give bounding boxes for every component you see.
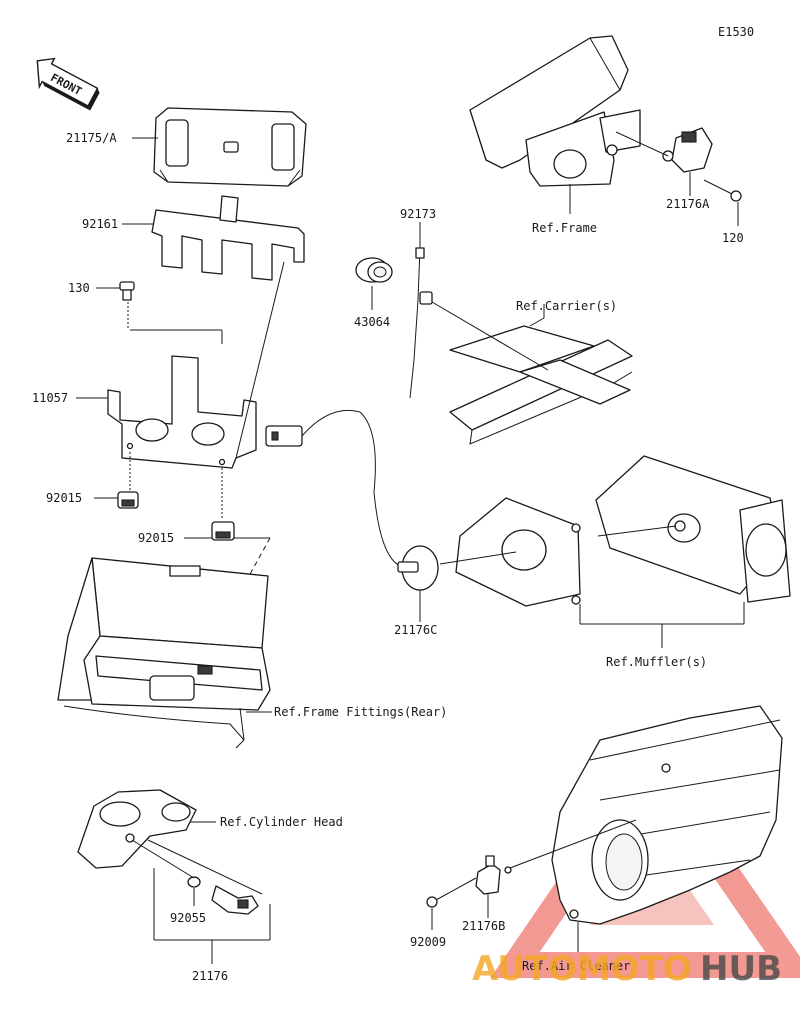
washer-92055-part <box>187 876 201 888</box>
label-120: 120 <box>722 231 744 245</box>
battery-cover-part <box>153 107 307 187</box>
battery-bracket-part <box>107 355 257 469</box>
front-arrow-icon: FRONT <box>36 57 100 111</box>
clamp-92173-part <box>409 247 433 399</box>
label-92173: 92173 <box>400 207 436 221</box>
battery-holder-part <box>151 195 305 281</box>
air-cleaner-ref-part <box>551 705 783 925</box>
label-21175A: 21175/A <box>66 131 117 145</box>
label-21176: 21176 <box>192 969 228 983</box>
ref-frame-label: Ref.Frame <box>532 221 597 235</box>
carrier-ref-part <box>449 325 633 445</box>
label-21176A: 21176A <box>666 197 710 211</box>
watermark-text: AUTOMOTO HUB <box>472 949 782 989</box>
label-92009: 92009 <box>410 935 446 949</box>
ref-frame-fittings-label: Ref.Frame Fittings(Rear) <box>274 705 447 719</box>
cylinder-head-ref-part <box>77 789 197 869</box>
label-92015-upper: 92015 <box>46 491 82 505</box>
sensor-21176C-part <box>265 409 439 591</box>
watermark-text-a: AUTOMOTO <box>472 949 692 989</box>
bolt-130-part <box>119 281 135 301</box>
bolt-120-part <box>703 179 742 202</box>
ref-muffler-label: Ref.Muffler(s) <box>606 655 707 669</box>
sensor-21176B-part <box>475 855 512 895</box>
bolt-92009-part <box>426 877 477 908</box>
watermark-text-b: HUB <box>700 949 782 989</box>
clip-92015-lower <box>211 521 235 541</box>
label-92055: 92055 <box>170 911 206 925</box>
sensor-21176-part <box>211 885 259 915</box>
muffler-ref-part <box>455 455 791 607</box>
battery-case-frame <box>57 557 271 749</box>
frame-ref-part <box>469 35 641 187</box>
ref-cylinder-head-label: Ref.Cylinder Head <box>220 815 343 829</box>
label-92015-lower: 92015 <box>138 531 174 545</box>
clip-92015-upper <box>117 491 139 509</box>
label-11057: 11057 <box>32 391 68 405</box>
label-43064: 43064 <box>354 315 390 329</box>
ref-air-cleaner-label: Ref.Air Cleaner <box>522 959 630 973</box>
label-92161: 92161 <box>82 217 118 231</box>
label-130: 130 <box>68 281 90 295</box>
sensor-21176A-part <box>662 127 713 173</box>
label-21176B: 21176B <box>462 919 505 933</box>
label-21176C: 21176C <box>394 623 437 637</box>
diagram-code: E1530 <box>718 25 754 39</box>
ref-carrier-label: Ref.Carrier(s) <box>516 299 617 313</box>
grommet-43064-part <box>355 257 393 283</box>
